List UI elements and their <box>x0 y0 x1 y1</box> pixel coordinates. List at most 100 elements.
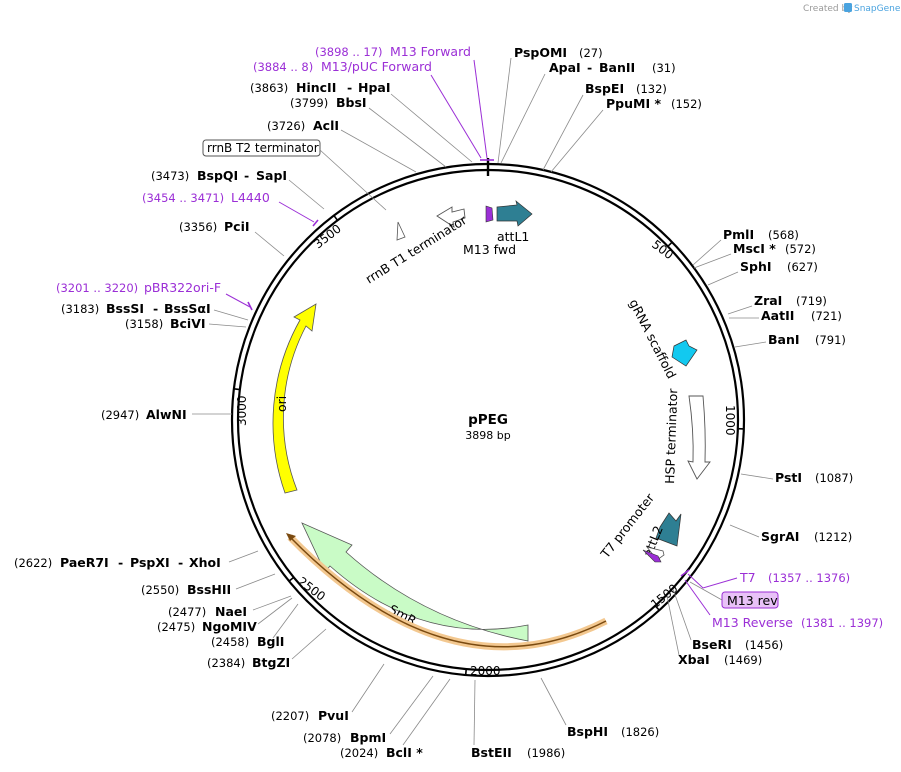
zrai-name: ZraI <box>754 293 782 308</box>
hincii-sep: - <box>347 80 352 95</box>
primer-m13-forward[interactable]: (3898 .. 17) M13 Forward <box>315 44 488 159</box>
enzyme-psti[interactable]: PstI (1087) <box>740 470 853 485</box>
ppumi-pos: (152) <box>671 97 702 111</box>
enzyme-bgli[interactable]: (2458) BglI <box>211 603 299 649</box>
apai-name: ApaI <box>549 60 581 75</box>
hincii-pos: (3863) <box>250 81 288 95</box>
sphi-pos: (627) <box>787 260 818 274</box>
enzyme-apai-banii[interactable]: ApaI - BanII (31) <box>500 60 676 164</box>
enzyme-pmli[interactable]: PmlI (568) <box>692 227 799 266</box>
tick-mark <box>288 576 295 582</box>
feature-m13-fwd[interactable]: M13 fwd <box>463 205 516 257</box>
bcli-name: BclI * <box>386 745 423 760</box>
enzyme-paer7i-pspxi-xhoi[interactable]: (2622) PaeR7I - PspXI - XhoI <box>14 550 259 570</box>
enzyme-bcli[interactable]: (2024) BclI * <box>340 678 451 760</box>
bpmi-name: BpmI <box>350 730 386 745</box>
feature-rrnb-t2[interactable]: rrnB T2 terminator <box>202 139 387 211</box>
enzyme-bsphi[interactable]: BspHI (1826) <box>540 677 659 739</box>
enzyme-btgzi[interactable]: (2384) BtgZI <box>207 628 327 670</box>
m13-rev-label: M13 rev <box>727 593 778 608</box>
enzyme-bani[interactable]: BanI (791) <box>734 332 846 348</box>
paer7i-pos: (2622) <box>14 556 52 570</box>
enzyme-bcivi[interactable]: (3158) BciVI <box>125 316 247 331</box>
pmli-name: PmlI <box>723 227 754 242</box>
bbsi-pos: (3799) <box>290 96 328 110</box>
tick-marks <box>233 158 744 676</box>
bsteii-pos: (1986) <box>527 746 565 760</box>
feature-rrnb-t1[interactable]: rrnB T1 terminator <box>363 206 470 287</box>
feature-ori[interactable]: ori <box>272 303 317 494</box>
tick-mark <box>667 241 673 247</box>
primer-l4440[interactable]: (3454 .. 3471) L4440 <box>142 190 315 223</box>
feature-attl1[interactable]: attL1 <box>496 200 533 244</box>
alwni-pos: (2947) <box>101 408 139 422</box>
grna-label: gRNA scaffold <box>626 297 679 382</box>
bpmi-pos: (2078) <box>303 731 341 745</box>
acli-name: AclI <box>313 118 339 133</box>
bsssi-name: BssSI <box>106 301 144 316</box>
ngomiv-pos: (2475) <box>157 620 195 634</box>
enzyme-bsteii[interactable]: BstEII (1986) <box>471 679 565 760</box>
bspqi-name: BspQI <box>197 168 238 183</box>
snapgene-logo-icon <box>844 3 852 12</box>
enzyme-bsssi-bsssai[interactable]: (3183) BssSI - BssSαI <box>61 301 249 321</box>
enzyme-pvui[interactable]: (2207) PvuI <box>271 663 385 723</box>
plasmid-name: pPEG <box>468 412 508 428</box>
rrnb-t2-label: rrnB T2 terminator <box>207 141 319 155</box>
primer-m13puc-forward[interactable]: (3884 .. 8) M13/pUC Forward <box>253 59 482 159</box>
primer-markers <box>247 159 690 577</box>
ori-label: ori <box>274 396 289 412</box>
bgli-pos: (2458) <box>211 635 249 649</box>
aatii-name: AatII <box>761 308 794 323</box>
enzyme-naei[interactable]: (2477) NaeI <box>168 595 292 619</box>
feature-m13-rev-arrow <box>642 549 662 563</box>
enzyme-bsshii[interactable]: (2550) BssHII <box>141 573 276 597</box>
enzyme-zrai[interactable]: ZraI (719) <box>727 293 827 315</box>
apai-sep: - <box>587 60 592 75</box>
enzyme-acli[interactable]: (3726) AclI <box>267 118 417 173</box>
primer-pbr322ori-f[interactable]: (3201 .. 3220) pBR322ori-F <box>56 280 251 308</box>
enzyme-msci[interactable]: MscI * (572) <box>693 241 816 269</box>
enzyme-xbai[interactable]: XbaI (1469) <box>666 595 762 667</box>
bseri-name: BseRI <box>692 637 732 652</box>
tick-1000: 1000 <box>723 405 737 436</box>
feature-hsp-terminator[interactable]: HSP terminator <box>662 388 711 485</box>
feature-m13-rev[interactable]: M13 rev <box>689 581 779 609</box>
bspei-pos: (132) <box>636 82 667 96</box>
enzyme-ngomiv[interactable]: (2475) NgoMIV <box>157 597 293 634</box>
feature-grna-scaffold[interactable]: gRNA scaffold <box>626 297 698 382</box>
enzyme-bbsi[interactable]: (3799) BbsI <box>290 95 447 168</box>
enzyme-bpmi[interactable]: (2078) BpmI <box>303 675 434 745</box>
enzyme-bseri[interactable]: BseRI (1456) <box>672 588 783 652</box>
enzyme-bspqi-sapi[interactable]: (3473) BspQI - SapI <box>151 168 325 210</box>
enzyme-sphi[interactable]: SphI (627) <box>707 259 818 286</box>
paer7i-name3: XhoI <box>189 555 221 570</box>
pspomi-pos: (27) <box>579 46 603 60</box>
enzyme-sgrai[interactable]: SgrAI (1212) <box>729 524 852 544</box>
msci-name: MscI * <box>733 241 776 256</box>
l4440-name: L4440 <box>231 190 270 205</box>
enzyme-aatii[interactable]: AatII (721) <box>729 308 842 323</box>
attl1-label: attL1 <box>497 229 529 244</box>
enzyme-pspomi[interactable]: PspOMI (27) <box>497 45 603 164</box>
pvui-name: PvuI <box>318 708 349 723</box>
m13r-pos: (1381 .. 1397) <box>801 616 883 630</box>
psti-pos: (1087) <box>815 471 853 485</box>
tick-2000: 2000 <box>470 664 501 678</box>
primer-t7[interactable]: T7 (1357 .. 1376) <box>687 570 850 589</box>
paer7i-sep: - <box>118 555 123 570</box>
enzyme-ppumi[interactable]: PpuMI * (152) <box>550 96 702 173</box>
hsp-label: HSP terminator <box>662 388 680 485</box>
m13-fwd-label: M13 fwd <box>463 242 516 257</box>
apai-name2: BanII <box>599 60 635 75</box>
enzyme-hincii-hpai[interactable]: (3863) HincII - HpaI <box>250 80 473 163</box>
enzyme-bspei[interactable]: BspEI (132) <box>542 81 667 171</box>
enzyme-alwni[interactable]: (2947) AlwNI <box>101 407 232 422</box>
bani-pos: (791) <box>815 333 846 347</box>
enzyme-pcii[interactable]: (3356) PciI <box>179 219 285 257</box>
bani-name: BanI <box>768 332 800 347</box>
bsssi-name2: BssSαI <box>164 301 211 316</box>
xbai-name: XbaI <box>678 652 710 667</box>
primer-m13-reverse[interactable]: M13 Reverse (1381 .. 1397) <box>684 579 883 630</box>
